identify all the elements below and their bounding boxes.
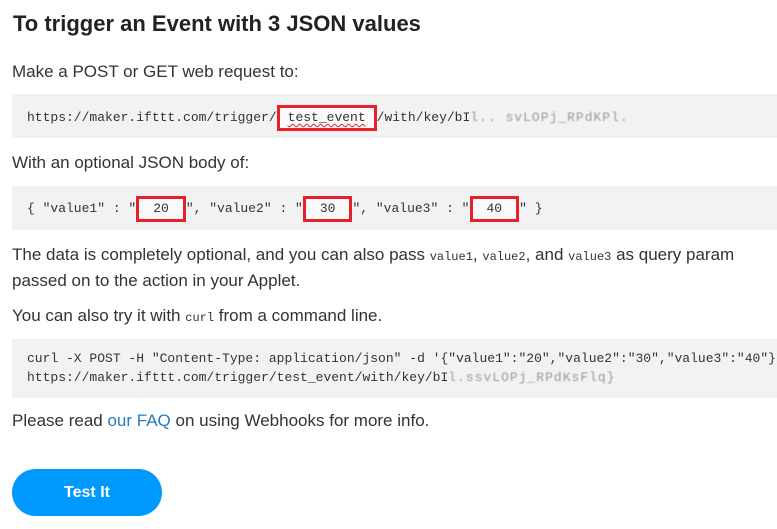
faq-link[interactable]: our FAQ [107, 411, 171, 430]
url-key-path: /with/key/bI [376, 110, 471, 125]
curl-code: curl [185, 311, 215, 325]
curl-intro-text: You can also try it with curl from a com… [12, 306, 383, 325]
url-code-block[interactable]: https://maker.ifttt.com/trigger/test_eve… [12, 94, 777, 138]
optional-data-text: The data is completely optional, and you… [12, 245, 735, 264]
url-prefix: https://maker.ifttt.com/trigger/ [27, 110, 277, 125]
value3-code: value3 [568, 250, 612, 264]
event-name-highlight: test_event [276, 105, 377, 131]
value2: 30 [319, 201, 336, 216]
value3-highlight: 40 [469, 196, 520, 222]
curl-command-line2: https://maker.ifttt.com/trigger/test_eve… [27, 370, 616, 385]
json-code-block[interactable]: { "value1" : " 20 ", "value2" : " 30 ", "val… [12, 186, 777, 230]
value1-highlight: 20 [136, 196, 186, 222]
curl-code-block[interactable]: curl -X POST -H "Content-Type: applicati… [12, 339, 777, 398]
curl-command-line1: curl -X POST -H "Content-Type: applicati… [27, 351, 777, 366]
faq-text: Please read our FAQ on using Webhooks fo… [12, 411, 430, 430]
url-key-obscured: l.. svLOPj_RPdKPl. [470, 110, 629, 125]
json-open: { "value1" : " [27, 201, 137, 216]
json-close: " } [519, 201, 543, 216]
request-intro-text: Make a POST or GET web request to: [12, 62, 299, 81]
optional-data-text-line2: passed on to the action in your Applet. [12, 271, 301, 290]
page-title: To trigger an Event with 3 JSON values [13, 11, 421, 36]
test-it-button[interactable]: Test It [12, 469, 162, 516]
curl-key-obscured: l.ssvLOPj_RPdKsFlq} [448, 370, 616, 385]
value2-code: value2 [482, 250, 526, 264]
value2-highlight: 30 [302, 196, 353, 222]
value1-code: value1 [429, 250, 473, 264]
event-name: test_event [287, 110, 366, 125]
json-intro-text: With an optional JSON body of: [12, 153, 250, 172]
json-between-2-3: ", "value3" : " [352, 201, 470, 216]
value1: 20 [153, 201, 169, 216]
value3: 40 [486, 201, 503, 216]
json-between-1-2: ", "value2" : " [185, 201, 303, 216]
